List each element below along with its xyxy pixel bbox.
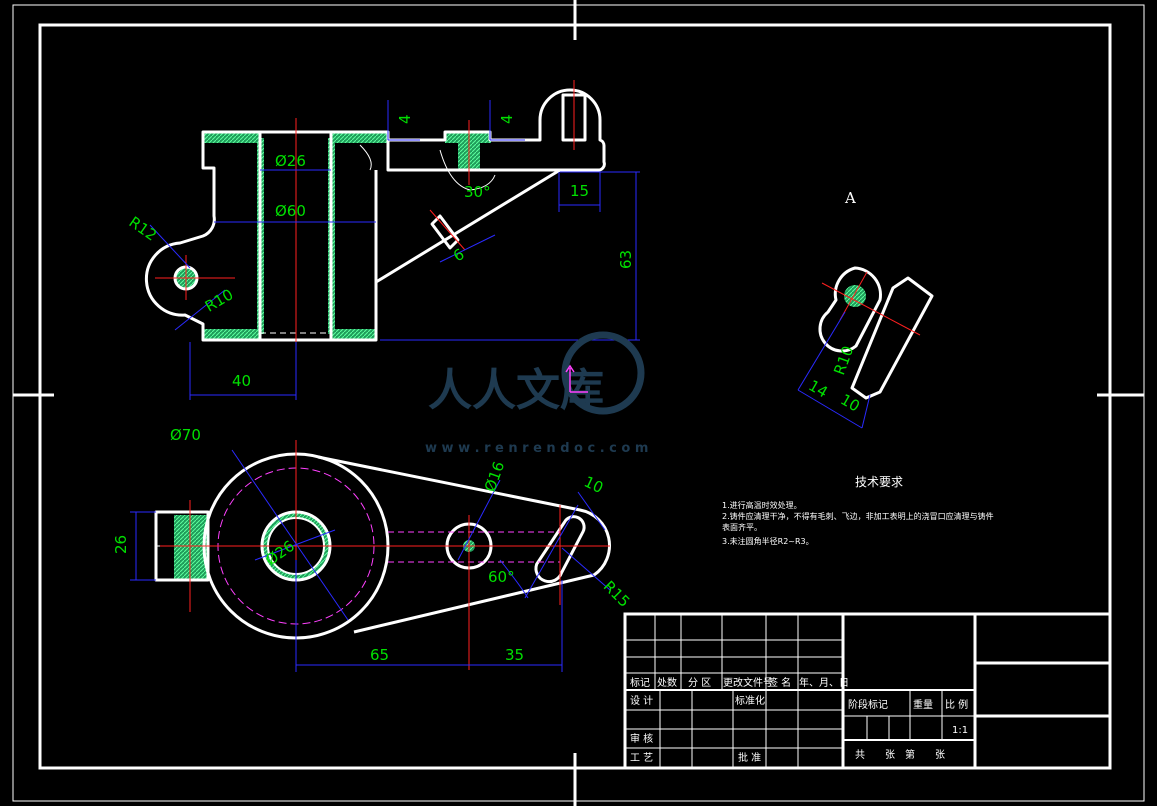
dim-d26-front: Ø26	[275, 152, 306, 170]
dim-10-top: 10	[581, 473, 606, 497]
tb-change-no: 更改文件号	[723, 676, 773, 689]
title-block: 标记 处数 分 区 更改文件号 签 名 年、月、日 设 计 标准化 阶段标记 重…	[623, 612, 1112, 770]
dim-d70: Ø70	[170, 426, 201, 444]
tech-line-1: 1.进行高温时效处理。	[722, 500, 802, 510]
watermark-text: 人人文库	[428, 365, 604, 416]
view-label-a: A	[844, 189, 856, 207]
dim-4-right: 4	[498, 114, 516, 124]
dim-14-aux: 14	[805, 376, 831, 401]
dim-15: 15	[570, 182, 589, 200]
tech-title: 技术要求	[855, 475, 903, 489]
tb-standard: 标准化	[735, 694, 765, 707]
dim-4-left: 4	[396, 114, 414, 124]
dim-60deg: 60°	[488, 568, 515, 586]
dimension-lines-top	[130, 449, 611, 672]
dim-6: 6	[450, 245, 467, 265]
technical-requirements: 技术要求 1.进行高温时效处理。 2.铸件应清理干净，不得有毛刺、飞边，非加工表…	[722, 475, 994, 546]
dim-35: 35	[505, 646, 524, 664]
tb-review: 审 核	[630, 732, 653, 745]
tb-stage: 阶段标记	[848, 698, 888, 711]
dim-r15: R15	[600, 577, 634, 611]
tb-mark: 标记	[630, 677, 650, 689]
sheet-border	[12, 0, 1145, 806]
tb-sheets: 共 张 第 张	[855, 748, 945, 761]
tb-design: 设 计	[630, 694, 653, 707]
dim-d60: Ø60	[275, 202, 306, 220]
dim-d16: Ø16	[481, 459, 508, 494]
dim-40: 40	[232, 372, 251, 390]
tech-line-2: 2.铸件应清理干净，不得有毛刺、飞边，非加工表明上的浇冒口应清理与铸件	[722, 511, 994, 521]
tb-process: 工 艺	[630, 752, 653, 764]
dimension-lines	[149, 100, 640, 400]
centerlines	[155, 80, 575, 355]
dim-26-height: 26	[112, 535, 130, 554]
tb-scale: 1:1	[952, 725, 968, 736]
tech-line-4: 3.未注圆角半径R2~R3。	[722, 536, 814, 546]
tb-count: 处数	[657, 676, 677, 689]
tb-zone: 分 区	[688, 677, 711, 689]
front-view: Ø26 Ø60 R12 R10 40 4 4 30° 15 63 6	[126, 80, 640, 400]
tb-date: 年、月、日	[799, 676, 849, 689]
watermark: 人人文库 w w w . r e n r e n d o c . c o m	[425, 331, 648, 456]
aux-view-a: A R10 14 10	[797, 189, 934, 429]
tech-line-3: 表面齐平。	[722, 522, 762, 532]
watermark-url: w w w . r e n r e n d o c . c o m	[425, 441, 648, 456]
dim-30deg: 30°	[464, 183, 491, 201]
dim-63: 63	[617, 250, 635, 269]
tb-sign: 签 名	[768, 676, 791, 689]
dim-r10-front: R10	[202, 285, 237, 315]
tb-scale-label: 比 例	[945, 698, 968, 711]
tb-weight: 重量	[913, 698, 933, 711]
dim-r12: R12	[126, 213, 161, 245]
top-view: Ø70 Ø26 Ø16 10 26 60° R15 65 35	[112, 426, 633, 672]
tb-approve: 批 准	[738, 751, 761, 764]
dim-65: 65	[370, 646, 389, 664]
